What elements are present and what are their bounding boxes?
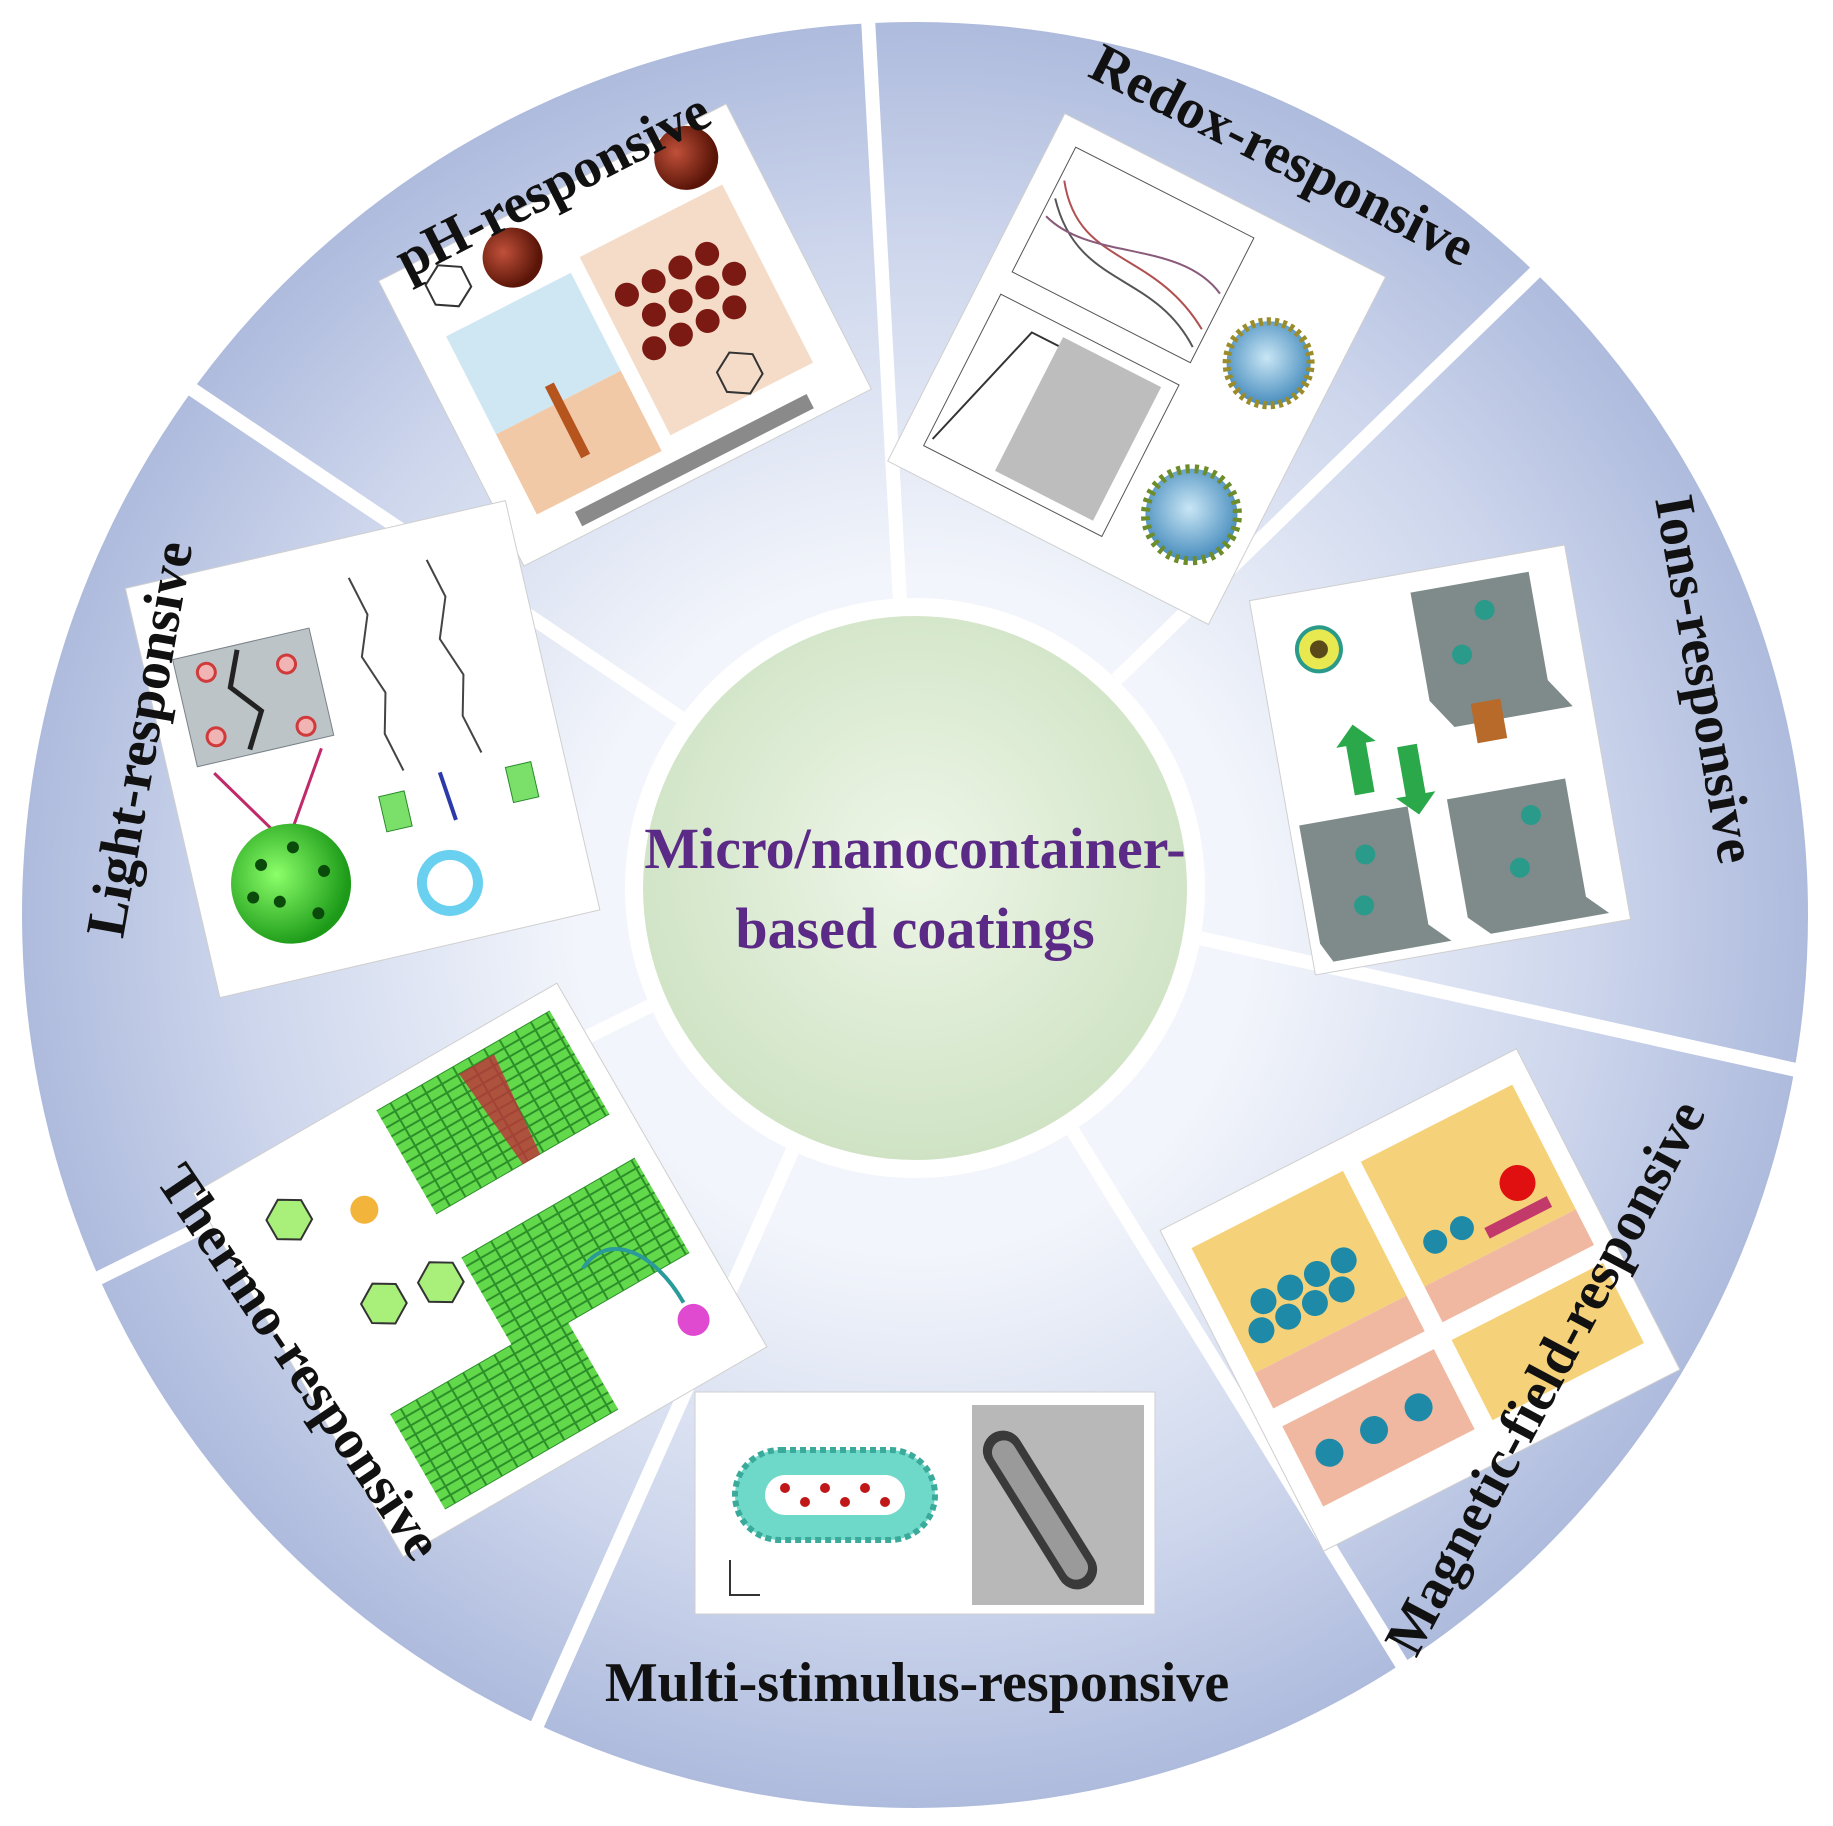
center-title-line2: based coatings [735,896,1094,961]
multi-stimulus-responsive-illustration [694,1391,1156,1615]
magnetic-field-responsive-illustration [1159,1048,1681,1552]
center-title-line1: Micro/nanocontainer- [644,816,1185,881]
light-responsive-illustration [124,500,601,999]
center-hub-fill [643,616,1187,1160]
ions-responsive-illustration [1248,544,1632,976]
redox-responsive-illustration [887,112,1387,626]
segment-divider-4 [1066,1127,1413,1676]
segment-divider-3 [1199,931,1806,1079]
thermo-responsive-illustration [192,982,768,1558]
segment-divider-5 [526,1147,799,1737]
center-hub: Micro/nanocontainer- based coatings [625,598,1205,1178]
ph-responsive-illustration [377,103,873,567]
segment-divider-1 [860,12,907,599]
segment-dividers [86,12,1806,1737]
segment-label-multi: Multi-stimulus-responsive [605,1652,1229,1714]
